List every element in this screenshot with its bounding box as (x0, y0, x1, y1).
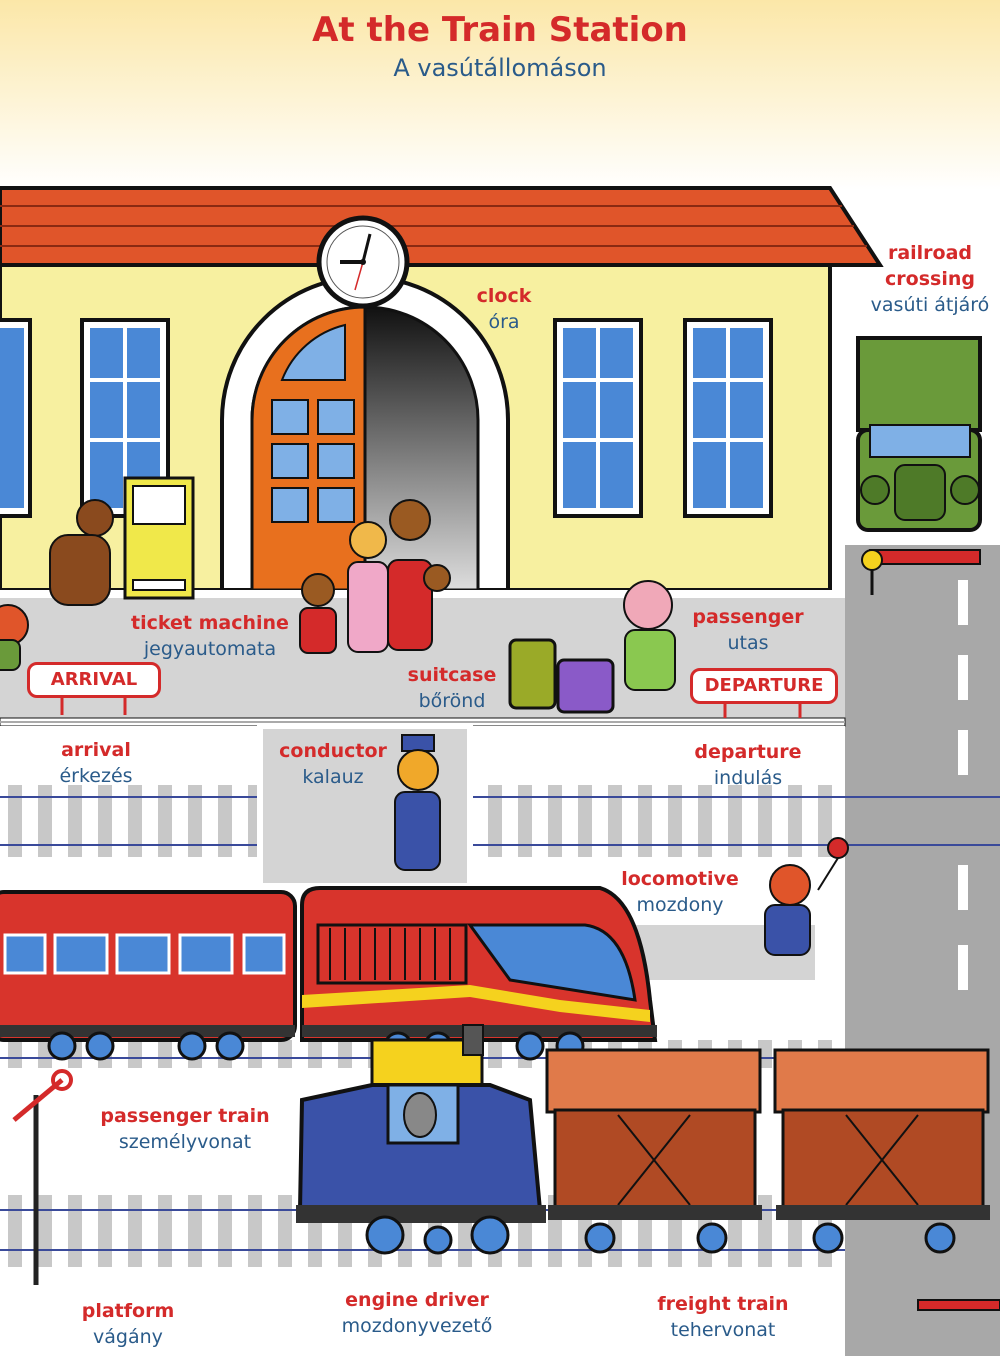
label-engine-driver-en: engine driver (345, 1289, 489, 1311)
pig-character (623, 580, 676, 691)
arrival-sign: ARRIVAL (27, 662, 161, 698)
label-departure-en: departure (694, 741, 802, 763)
label-platform-hu: vágány (93, 1326, 163, 1348)
label-passenger: passenger utas (688, 604, 808, 656)
label-clock: clock óra (454, 283, 554, 335)
ticket-machine-art (123, 476, 195, 600)
bird-character (0, 604, 29, 671)
label-passenger-en: passenger (692, 606, 804, 628)
freight-wagon-2 (773, 1048, 990, 1254)
road (845, 545, 1000, 1356)
label-suitcase-hu: bőrönd (418, 690, 486, 712)
label-passenger-train-hu: személyvonat (118, 1131, 252, 1153)
label-ticket-machine-hu: jegyautomata (143, 638, 277, 660)
dog-family (299, 499, 451, 654)
label-passenger-hu: utas (727, 632, 769, 654)
passenger-train-car (0, 890, 297, 1061)
conductor-character (394, 734, 441, 871)
label-conductor: conductor kalauz (276, 738, 390, 790)
label-engine-driver: engine driver mozdonyvezető (334, 1287, 500, 1339)
label-departure-hu: indulás (713, 767, 783, 789)
window-left-edge (0, 318, 32, 518)
sky-background (0, 0, 1000, 190)
label-locomotive-hu: mozdony (636, 894, 724, 916)
label-arrival: arrival érkezés (46, 737, 146, 789)
label-clock-hu: óra (488, 311, 520, 333)
label-suitcase: suitcase bőrönd (402, 662, 502, 714)
label-clock-en: clock (476, 285, 532, 307)
label-railroad-crossing-en1: railroad (887, 242, 973, 264)
page-subtitle: A vasútállomáson (393, 54, 607, 82)
label-railroad-crossing-hu: vasúti átjáró (870, 294, 990, 316)
label-suitcase-en: suitcase (407, 664, 497, 686)
label-freight-train-en: freight train (657, 1293, 789, 1315)
label-arrival-en: arrival (61, 739, 131, 761)
label-ticket-machine: ticket machine jegyautomata (128, 610, 292, 662)
label-platform: platform vágány (78, 1298, 178, 1350)
label-arrival-hu: érkezés (59, 765, 133, 787)
label-conductor-hu: kalauz (302, 766, 364, 788)
label-passenger-train: passenger train személyvonat (100, 1103, 270, 1155)
crossing-barrier-lower (917, 1299, 1000, 1311)
label-ticket-machine-en: ticket machine (131, 612, 289, 634)
label-freight-train: freight train tehervonat (656, 1291, 790, 1343)
label-departure: departure indulás (690, 739, 806, 791)
label-freight-train-hu: tehervonat (670, 1319, 776, 1341)
road-markings (958, 580, 968, 990)
fox-character (764, 837, 849, 956)
crossing-barrier-upper (861, 549, 981, 595)
label-passenger-train-en: passenger train (100, 1105, 270, 1127)
railway-signal (12, 1069, 73, 1285)
suitcase-art (508, 638, 615, 714)
label-locomotive-en: locomotive (621, 868, 739, 890)
shunting-engine (296, 1024, 546, 1255)
freight-wagon-1 (545, 1048, 762, 1254)
page-title: At the Train Station (312, 10, 688, 50)
label-engine-driver-hu: mozdonyvezető (341, 1315, 493, 1337)
window-right-2 (683, 318, 773, 518)
departure-sign: DEPARTURE (690, 668, 838, 704)
bear-character (49, 499, 114, 606)
label-locomotive: locomotive mozdony (620, 866, 740, 918)
window-right-1 (553, 318, 643, 518)
label-railroad-crossing-en2: crossing (885, 268, 975, 290)
truck (856, 336, 982, 532)
label-railroad-crossing: railroad crossing vasúti átjáró (862, 240, 998, 318)
label-conductor-en: conductor (279, 740, 387, 762)
label-platform-en: platform (81, 1300, 175, 1322)
station-clock (316, 215, 410, 309)
